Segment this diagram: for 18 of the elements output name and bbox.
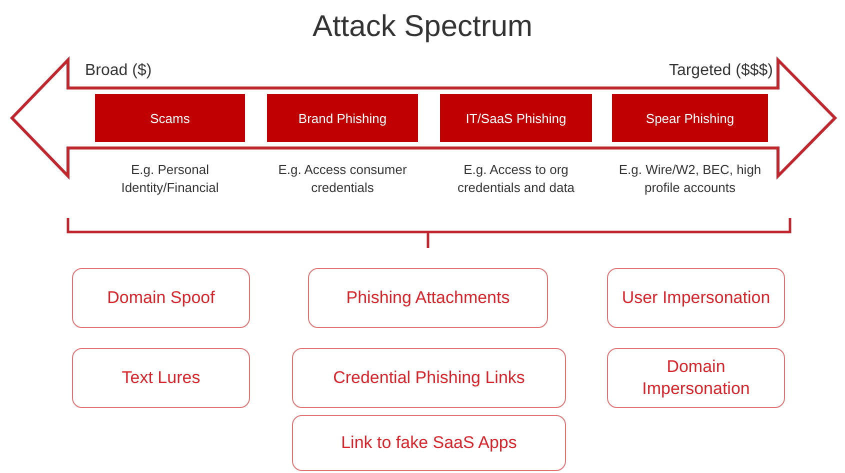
technique-box: User Impersonation [607,268,785,328]
example-text: E.g. Personal Identity/Financial [120,161,220,196]
technique-box: Credential Phishing Links [292,348,566,408]
category-box: Scams [95,94,245,142]
title: Attack Spectrum [311,10,534,44]
scale-label: Broad ($) [85,62,152,80]
example-text: E.g. Wire/W2, BEC, high profile accounts [618,161,762,196]
technique-box: Phishing Attachments [308,268,548,328]
technique-box: Text Lures [72,348,250,408]
technique-box: Domain Spoof [72,268,250,328]
technique-box: Link to fake SaaS Apps [292,415,566,471]
example-text: E.g. Access consumer credentials [277,161,408,196]
category-box: Brand Phishing [267,94,418,142]
technique-box: Domain Impersonation [607,348,785,408]
category-box: IT/SaaS Phishing [440,94,592,142]
scale-label: Targeted ($$$) [668,62,773,80]
category-box: Spear Phishing [612,94,768,142]
example-text: E.g. Access to org credentials and data [456,161,576,196]
